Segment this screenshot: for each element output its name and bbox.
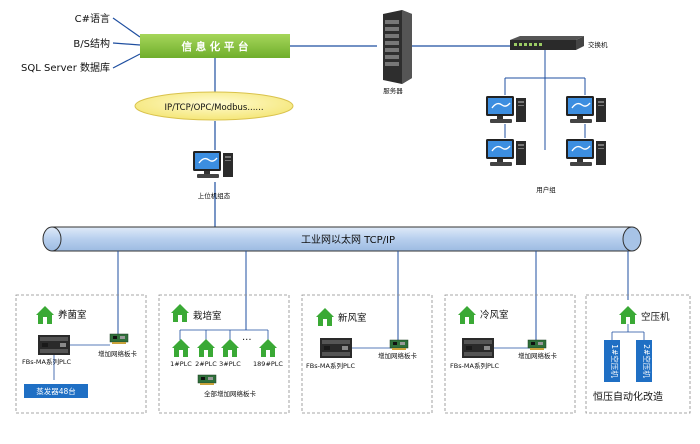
- user-pc-icon: [485, 138, 527, 167]
- user-group-links: [504, 50, 586, 150]
- ethernet-bus-label: 工业网以太网 TCP/IP: [301, 233, 395, 246]
- plc-label-r3: FBs-MA系列PLC: [306, 361, 356, 370]
- evaporator-box: [24, 384, 88, 398]
- tech-label-csharp: C#语言: [75, 12, 110, 25]
- house-icon: [316, 308, 334, 326]
- tech-labels: C#语言 B/S结构 SQL Server 数据库: [21, 12, 141, 74]
- switch-icon: [510, 36, 584, 50]
- compressor-caption: 恒压自动化改造: [593, 390, 663, 403]
- info-platform-bar: [140, 34, 290, 58]
- compressor-links: [611, 324, 645, 340]
- card-label-r3: 增加网络板卡: [378, 351, 418, 360]
- info-platform-label: 信 息 化 平 台: [181, 40, 248, 53]
- protocol-label: IP/TCP/OPC/Modbus......: [164, 103, 263, 113]
- plc-unit-icon: [320, 338, 352, 358]
- plc-house-icon: [172, 339, 190, 357]
- plc-label-3: 3#PLC: [219, 360, 241, 368]
- user-group-label: 用户组: [536, 185, 556, 194]
- server-label: 服务器: [383, 86, 403, 95]
- room-name-r3: 新风室: [338, 312, 367, 324]
- switch-label: 交换机: [588, 40, 608, 49]
- room-name-r1: 养菌室: [58, 309, 87, 321]
- plc-label-r4: FBs-MA系列PLC: [450, 361, 500, 370]
- card-label-r1: 增加网络板卡: [98, 349, 138, 358]
- tech-label-bs: B/S结构: [73, 37, 110, 50]
- card-label-r4: 增加网络板卡: [518, 351, 558, 360]
- house-icon: [619, 306, 637, 324]
- room-box-r4: [444, 294, 576, 414]
- plc-dots: ...: [242, 332, 252, 343]
- user-pc-icon: [485, 95, 527, 124]
- house-icon: [458, 306, 476, 324]
- upper-pc-icon: [192, 150, 234, 179]
- house-icon: [36, 306, 54, 324]
- room-box-r1: [15, 294, 147, 414]
- plc-label-r1: FBs-MA系列PLC: [22, 357, 72, 366]
- server-icon: [383, 10, 412, 84]
- room-box-r3: [301, 294, 433, 414]
- bus-drop-lines: [117, 251, 629, 342]
- card-label-r2: 全部增加网络板卡: [204, 389, 257, 398]
- network-card-icon: [389, 339, 409, 351]
- room-box-r2: [158, 294, 290, 414]
- compressor-1-label: 1#空压机: [610, 344, 620, 378]
- network-card-icon: [197, 374, 217, 386]
- plc-label-2: 2#PLC: [195, 360, 217, 368]
- room-boxes: [15, 294, 691, 414]
- protocol-ellipse: [134, 91, 294, 121]
- room-box-r5: [585, 294, 691, 414]
- network-card-icon: [527, 339, 547, 351]
- compressor-1-box: [604, 340, 620, 382]
- plc-unit-icon: [38, 335, 70, 355]
- plc-house-icon: [259, 339, 277, 357]
- tech-connector-line: [112, 17, 141, 69]
- user-pc-icon: [565, 138, 607, 167]
- plc-unit-icon: [462, 338, 494, 358]
- room-name-r5: 空压机: [641, 311, 670, 323]
- evaporator-label: 蒸发器48台: [36, 386, 76, 396]
- tech-label-sql: SQL Server 数据库: [21, 61, 110, 74]
- plc-bus-line: [179, 329, 269, 340]
- room-name-r2: 栽培室: [193, 310, 222, 322]
- plc-label-1: 1#PLC: [170, 360, 192, 368]
- house-icon: [171, 304, 189, 322]
- network-card-icon: [109, 333, 129, 345]
- plc-label-189: 189#PLC: [253, 360, 283, 368]
- compressor-2-box: [636, 340, 652, 382]
- compressor-2-label: 2#空压机: [642, 344, 652, 378]
- user-pc-icon: [565, 95, 607, 124]
- plc-house-icon: [197, 339, 215, 357]
- ethernet-bus: [42, 226, 642, 252]
- plc-house-icon: [221, 339, 239, 357]
- upper-pc-label: 上位机组态: [198, 191, 231, 200]
- room-name-r4: 冷风室: [480, 309, 509, 321]
